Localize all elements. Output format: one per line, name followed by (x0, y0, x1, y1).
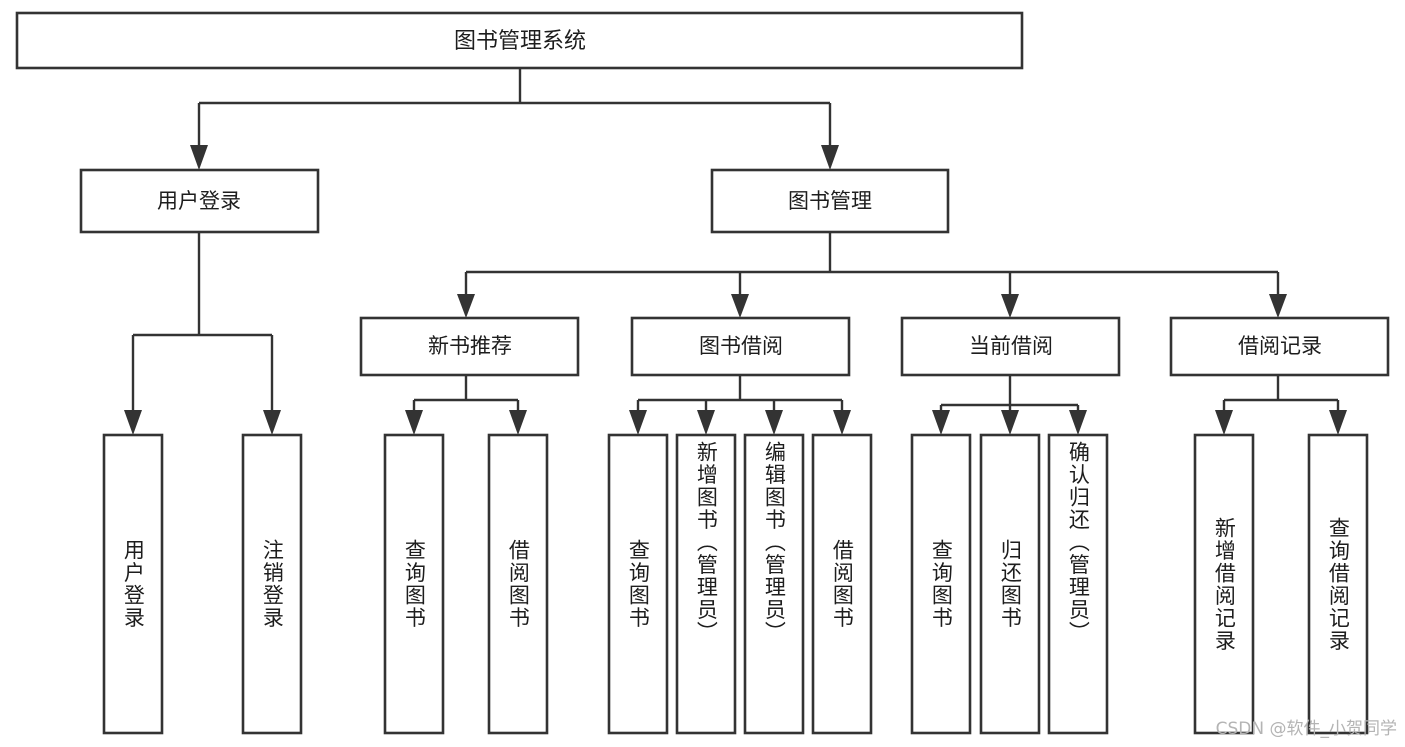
node-borrow-records-box[interactable] (1169, 316, 1390, 377)
leaf-box-new-book-1[interactable] (383, 433, 445, 735)
leaf-box-book-borrow-1[interactable] (607, 433, 669, 735)
node-user-login[interactable]: 用户登录 (79, 168, 320, 234)
leaf-box-new-book-2[interactable] (487, 433, 549, 735)
leaf-boxes-book-borrow (607, 433, 873, 735)
arrow-head-current-borrow (1001, 294, 1019, 318)
arrow-head-leaf-user-login-2 (263, 410, 281, 435)
node-root[interactable]: 图书管理系统 (15, 11, 1024, 70)
node-borrow-records[interactable]: 借阅记录 (1169, 316, 1390, 377)
watermark-text: CSDN @软件_小贺同学 (1215, 719, 1397, 739)
arrow-head-leaf-borrow-records-1 (1215, 410, 1233, 435)
node-user-login-label: 用户登录 (157, 189, 241, 213)
node-borrow-records-label: 借阅记录 (1238, 334, 1322, 358)
leaf-boxes-borrow-records (1193, 433, 1369, 735)
connector-group-current-borrow (932, 375, 1087, 435)
node-current-borrow-box[interactable] (900, 316, 1121, 377)
connector-group-book-mgmt (457, 232, 1287, 318)
node-new-book-recommend[interactable]: 新书推荐 (359, 316, 580, 377)
arrow-head-leaf-new-book-2 (509, 410, 527, 435)
leaf-box-user-login-2[interactable] (241, 433, 303, 735)
node-root-box[interactable] (15, 11, 1024, 70)
leaf-box-borrow-records-1[interactable] (1193, 433, 1255, 735)
arrow-head-borrow-records (1269, 294, 1287, 318)
node-new-book-recommend-box[interactable] (359, 316, 580, 377)
arrow-head-leaf-book-borrow-1 (629, 410, 647, 435)
leaf-box-user-login-1[interactable] (102, 433, 164, 735)
arrow-head-leaf-user-login-1 (124, 410, 142, 435)
node-current-borrow[interactable]: 当前借阅 (900, 316, 1121, 377)
arrow-head-leaf-book-borrow-4 (833, 410, 851, 435)
arrow-head-leaf-current-borrow-3 (1069, 410, 1087, 435)
leaf-box-current-borrow-2[interactable] (979, 433, 1041, 735)
arrow-head-leaf-borrow-records-2 (1329, 410, 1347, 435)
node-current-borrow-label: 当前借阅 (969, 334, 1053, 358)
node-book-borrow[interactable]: 图书借阅 (630, 316, 851, 377)
node-book-mgmt-label: 图书管理 (788, 189, 872, 213)
connector-group-new-book (405, 375, 527, 435)
node-book-borrow-box[interactable] (630, 316, 851, 377)
leaf-box-book-borrow-4[interactable] (811, 433, 873, 735)
node-root-label: 图书管理系统 (454, 29, 586, 54)
arrow-head-new-book (457, 294, 475, 318)
arrow-head-leaf-current-borrow-1 (932, 410, 950, 435)
arrow-head-leaf-current-borrow-2 (1001, 410, 1019, 435)
leaf-box-current-borrow-1[interactable] (910, 433, 972, 735)
arrow-head-book-mgmt (821, 145, 839, 170)
node-book-borrow-label: 图书借阅 (699, 334, 783, 358)
leaf-box-current-borrow-3[interactable] (1047, 433, 1109, 735)
leaf-boxes-current-borrow (910, 433, 1109, 735)
leaf-box-book-borrow-2[interactable] (675, 433, 737, 735)
node-book-mgmt-box[interactable] (710, 168, 950, 234)
leaf-box-book-borrow-3[interactable] (743, 433, 805, 735)
connector-group-root (190, 68, 839, 170)
connector-group-borrow-records (1215, 375, 1347, 435)
arrow-head-leaf-book-borrow-2 (697, 410, 715, 435)
arrow-head-book-borrow (731, 294, 749, 318)
leaf-boxes-user-login (102, 433, 303, 735)
connector-group-book-borrow (629, 375, 851, 435)
leaf-boxes-new-book-recommend (383, 433, 549, 735)
node-new-book-recommend-label: 新书推荐 (428, 334, 512, 358)
leaf-box-borrow-records-2[interactable] (1307, 433, 1369, 735)
arrow-head-user-login (190, 145, 208, 170)
arrow-head-leaf-new-book-1 (405, 410, 423, 435)
connector-group-user-login (124, 232, 281, 435)
node-book-mgmt[interactable]: 图书管理 (710, 168, 950, 234)
arrow-head-leaf-book-borrow-3 (765, 410, 783, 435)
node-user-login-box[interactable] (79, 168, 320, 234)
